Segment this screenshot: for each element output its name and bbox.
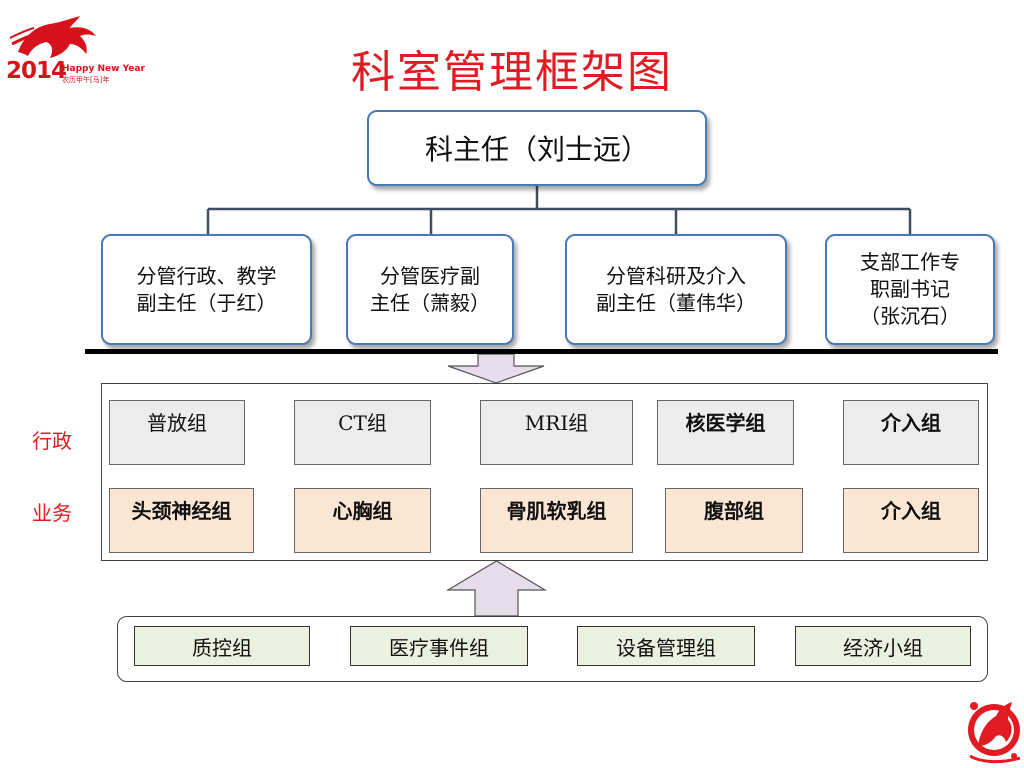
deputy-line: 分管科研及介入 [606, 263, 746, 288]
chief-director-box: 科主任（刘士远） [367, 110, 707, 186]
admin-group-cell: 介入组 [843, 400, 979, 465]
support-group-box: 医疗事件组 [350, 626, 528, 666]
party-secretary-box: 支部工作专 职副书记 （张沉石） [825, 234, 995, 345]
deputy-research-intervention-box: 分管科研及介入 副主任（董伟华） [565, 234, 787, 345]
deputy-line: 副主任（董伟华） [596, 290, 756, 315]
deputy-line: 副主任（于红） [136, 290, 277, 315]
logo-year: 2014 [6, 58, 67, 84]
deputy-line: 分管行政、教学 [136, 263, 277, 288]
business-group-cell: 腹部组 [665, 488, 803, 553]
admin-row-label: 行政 [32, 429, 72, 453]
admin-group-cell: MRI组 [480, 400, 633, 465]
divider-line [85, 349, 998, 354]
up-arrow-icon [445, 560, 548, 617]
deputy-line: 主任（萧毅） [370, 290, 490, 315]
deputy-line: （张沉石） [860, 304, 960, 328]
deputy-medical-box: 分管医疗副 主任（萧毅） [346, 234, 514, 345]
admin-group-cell: CT组 [294, 400, 431, 465]
support-group-box: 经济小组 [795, 626, 971, 666]
down-arrow-icon [447, 353, 545, 384]
chief-director-label: 科主任（刘士远） [424, 133, 649, 166]
deputy-line: 支部工作专 [860, 250, 960, 274]
logo-greeting: Happy New Year [62, 64, 145, 74]
horse-papercut-icon [960, 686, 1024, 768]
business-group-cell: 心胸组 [294, 488, 431, 553]
deputy-line: 职副书记 [870, 277, 950, 301]
support-group-box: 质控组 [134, 626, 310, 666]
support-group-box: 设备管理组 [577, 626, 755, 666]
business-group-cell: 骨肌软乳组 [480, 488, 633, 553]
logo-lunar-text: 农历甲午[马]年 [62, 76, 110, 84]
admin-group-cell: 核医学组 [657, 400, 794, 465]
business-group-cell: 头颈神经组 [109, 488, 254, 553]
page-title: 科室管理框架图 [351, 47, 673, 98]
deputy-admin-teaching-box: 分管行政、教学 副主任（于红） [101, 234, 312, 345]
horse-logo-icon [10, 16, 96, 58]
deputy-line: 分管医疗副 [380, 263, 480, 288]
new-year-logo: 2014 Happy New Year 农历甲午[马]年 [6, 14, 145, 84]
admin-group-cell: 普放组 [109, 400, 245, 465]
business-row-label: 业务 [32, 501, 72, 525]
business-group-cell: 介入组 [843, 488, 979, 553]
